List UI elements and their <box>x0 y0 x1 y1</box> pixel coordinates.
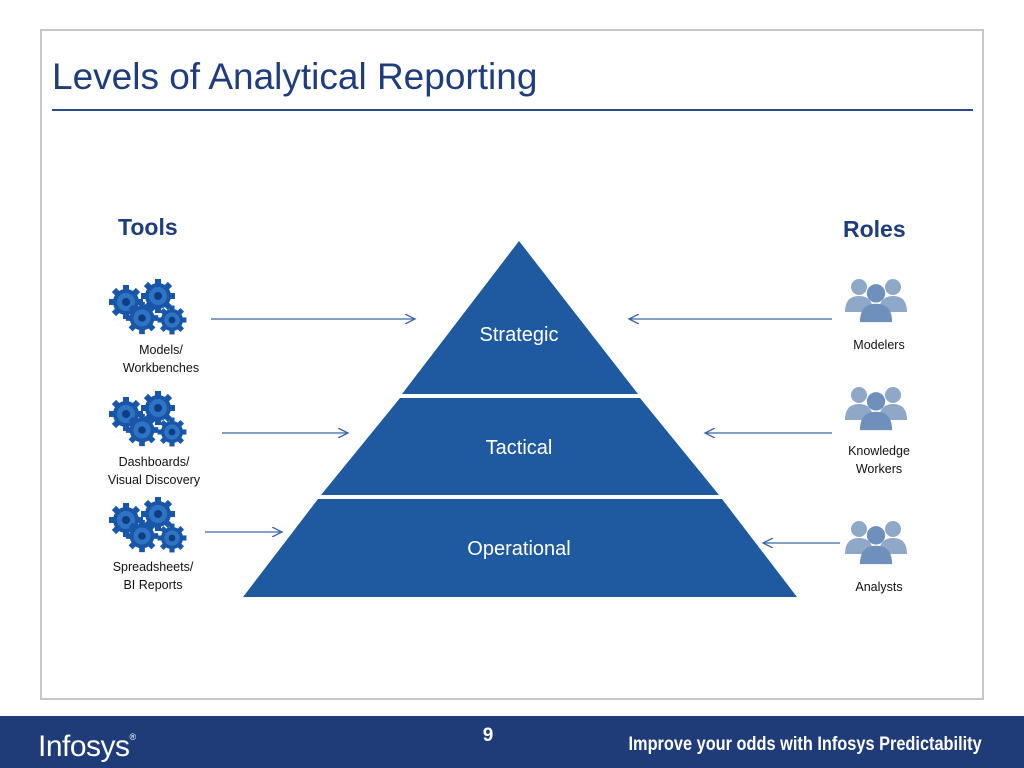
gears-icon <box>109 391 186 446</box>
tool-label-line: BI Reports <box>123 578 183 592</box>
role-label-analysts: Analysts <box>829 578 929 596</box>
slide-frame <box>40 29 984 700</box>
tool-label-models: Models/ Workbenches <box>96 341 226 377</box>
pyramid-label-operational: Operational <box>467 538 570 560</box>
gears-icon <box>109 497 186 552</box>
tool-label-dashboards: Dashboards/ Visual Discovery <box>89 453 219 489</box>
title-divider <box>52 109 973 111</box>
role-label-knowledge-workers: Knowledge Workers <box>829 442 929 478</box>
gears-icon <box>109 279 186 334</box>
footer-tagline: Improve your odds with Infosys Predictab… <box>628 734 982 755</box>
slide-title: Levels of Analytical Reporting <box>52 56 538 97</box>
pyramid-label-tactical: Tactical <box>486 437 553 459</box>
pyramid-level-operational <box>243 499 797 597</box>
tool-label-line: Models/ <box>139 343 183 357</box>
role-label-line: Workers <box>855 462 903 476</box>
tools-heading: Tools <box>118 214 178 240</box>
page-number: 9 <box>482 725 494 746</box>
role-label-line: Analysts <box>855 580 903 594</box>
role-label-line: Knowledge <box>848 444 910 458</box>
tool-label-line: Workbenches <box>122 361 200 375</box>
tool-label-line: Visual Discovery <box>107 473 201 487</box>
pyramid-label-strategic: Strategic <box>480 324 559 346</box>
tool-label-spreadsheets: Spreadsheets/ BI Reports <box>88 558 218 594</box>
roles-heading: Roles <box>843 216 906 242</box>
people-group-icon <box>845 521 907 564</box>
registered-mark: ® <box>129 732 137 742</box>
role-label-line: Modelers <box>853 338 905 352</box>
logo-text: Infosys <box>38 730 130 763</box>
people-group-icon <box>845 387 907 430</box>
role-label-modelers: Modelers <box>829 336 929 354</box>
people-group-icon <box>845 279 907 322</box>
infosys-logo: Infosys® <box>38 730 136 764</box>
tool-label-line: Spreadsheets/ <box>112 560 194 574</box>
pyramid-level-tactical <box>321 398 719 495</box>
pyramid-level-strategic <box>402 241 638 394</box>
footer-bar: Infosys® 9 Improve your odds with Infosy… <box>0 716 1024 768</box>
tool-label-line: Dashboards/ <box>118 455 190 469</box>
